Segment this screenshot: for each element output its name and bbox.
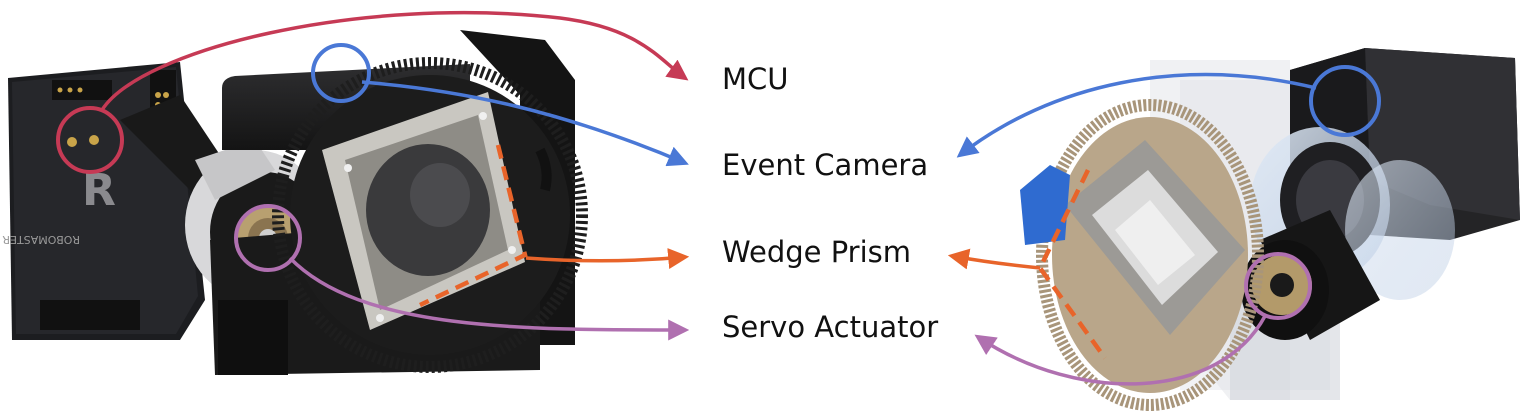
annotations-left [56,10,690,341]
camera-highlight-circle-left [311,43,371,103]
mcu-arrow [100,10,689,111]
label-servo-actuator: Servo Actuator [722,310,939,344]
blue-clip [1020,165,1070,245]
label-event-camera: Event Camera [722,148,929,182]
servo-actuator-arrow-right [974,315,1267,386]
label-wedge-prism: Wedge Prism [722,235,912,269]
servo-highlight-circle-right [1244,252,1312,320]
servo-actuator-arrow-left [288,256,690,341]
prism-edge-dashed-left [419,144,528,308]
mcu-highlight-circle [56,106,124,174]
cable-left [535,147,552,192]
camera-highlight-circle-right [1309,65,1381,137]
event-camera-arrow-right [956,72,1317,158]
wedge-prism-right [1065,140,1245,335]
event-camera-arrow-left [361,80,689,167]
wedge-prism-arrow-left [525,248,690,269]
annotations-right [947,65,1381,386]
prism-edge-dashed-right [1037,169,1107,360]
servo-highlight-circle-left [234,204,302,272]
board-brand-text: ROBOMASTER [2,233,80,246]
left-photo-device: ROBOMASTER R [2,30,588,375]
wedge-prism-left [322,92,525,330]
label-mcu: MCU [722,62,789,96]
wedge-prism-arrow-right [947,248,1041,270]
right-render-device [1020,48,1520,411]
